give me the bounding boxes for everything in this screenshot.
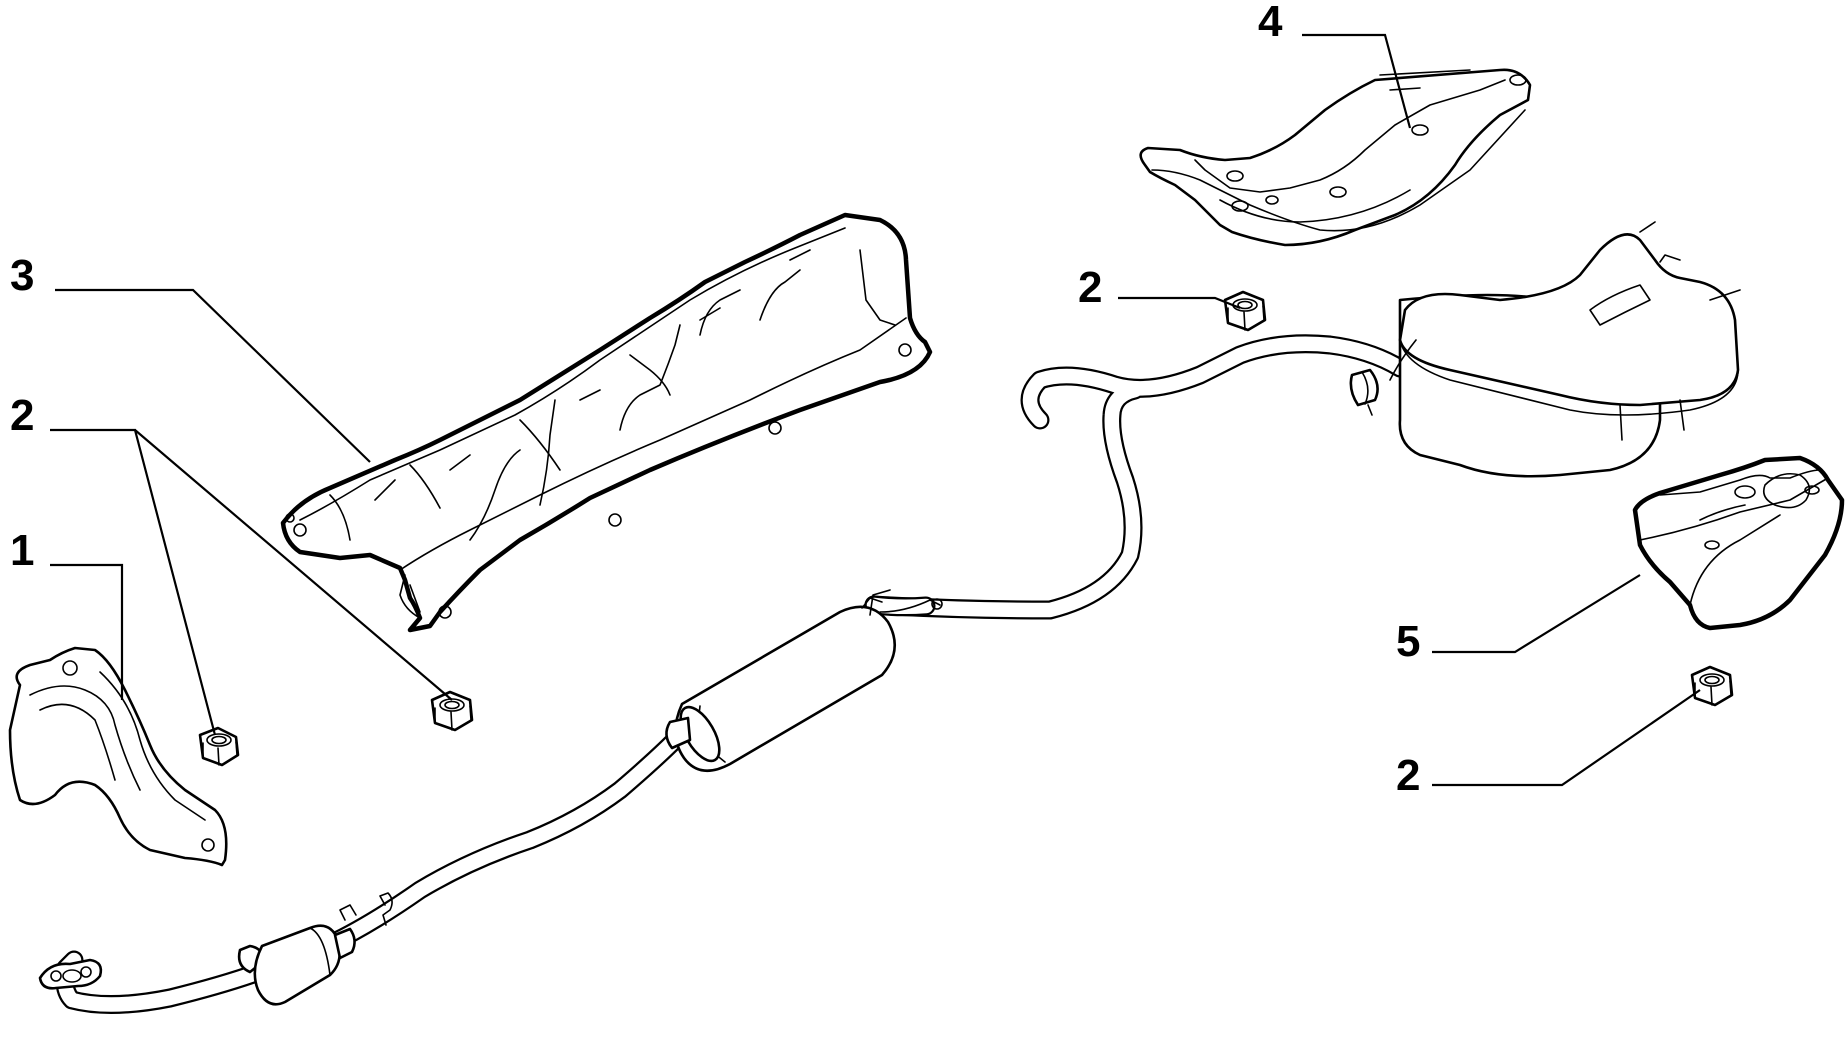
leader-5: [1432, 574, 1641, 654]
leader-1: [50, 563, 124, 700]
front-flange: [38, 958, 103, 990]
part-2-nut-b[interactable]: [430, 690, 474, 732]
leader-2d: [1432, 689, 1701, 787]
part-2-nut-d[interactable]: [1690, 665, 1734, 707]
callout-labels: 1 2 3 4 2 5 2: [10, 0, 1420, 800]
exhaust-pipe[interactable]: [38, 221, 1741, 1014]
pipe-bracket: [869, 589, 941, 616]
rear-muffler: [1389, 221, 1741, 478]
leader-lines: [50, 33, 1701, 787]
part-2-nut-c[interactable]: [1223, 290, 1267, 332]
leader-4: [1302, 33, 1412, 129]
hanger-hook-2: [379, 892, 393, 926]
callout-5: 5: [1396, 617, 1420, 666]
callout-2-left: 2: [10, 391, 34, 440]
hanger-hook-1: [339, 904, 357, 921]
leader-3: [55, 288, 371, 463]
part-1-heat-shield[interactable]: [8, 646, 228, 867]
catalytic-converter: [237, 924, 356, 1006]
callout-3: 3: [10, 251, 34, 300]
part-5-heat-shield[interactable]: [1632, 455, 1845, 631]
leader-2c: [1118, 296, 1241, 310]
pipe-clamp: [1349, 368, 1379, 416]
callout-4: 4: [1258, 0, 1283, 46]
mid-muffler: [665, 597, 896, 772]
leader-2b: [134, 429, 453, 701]
callout-2-right: 2: [1396, 751, 1420, 800]
callout-1: 1: [10, 526, 34, 575]
part-3-heat-shield[interactable]: [280, 212, 933, 633]
part-2-nut-a[interactable]: [198, 726, 240, 767]
callout-2-top: 2: [1078, 263, 1102, 312]
part-4-bracket[interactable]: [1139, 68, 1532, 247]
